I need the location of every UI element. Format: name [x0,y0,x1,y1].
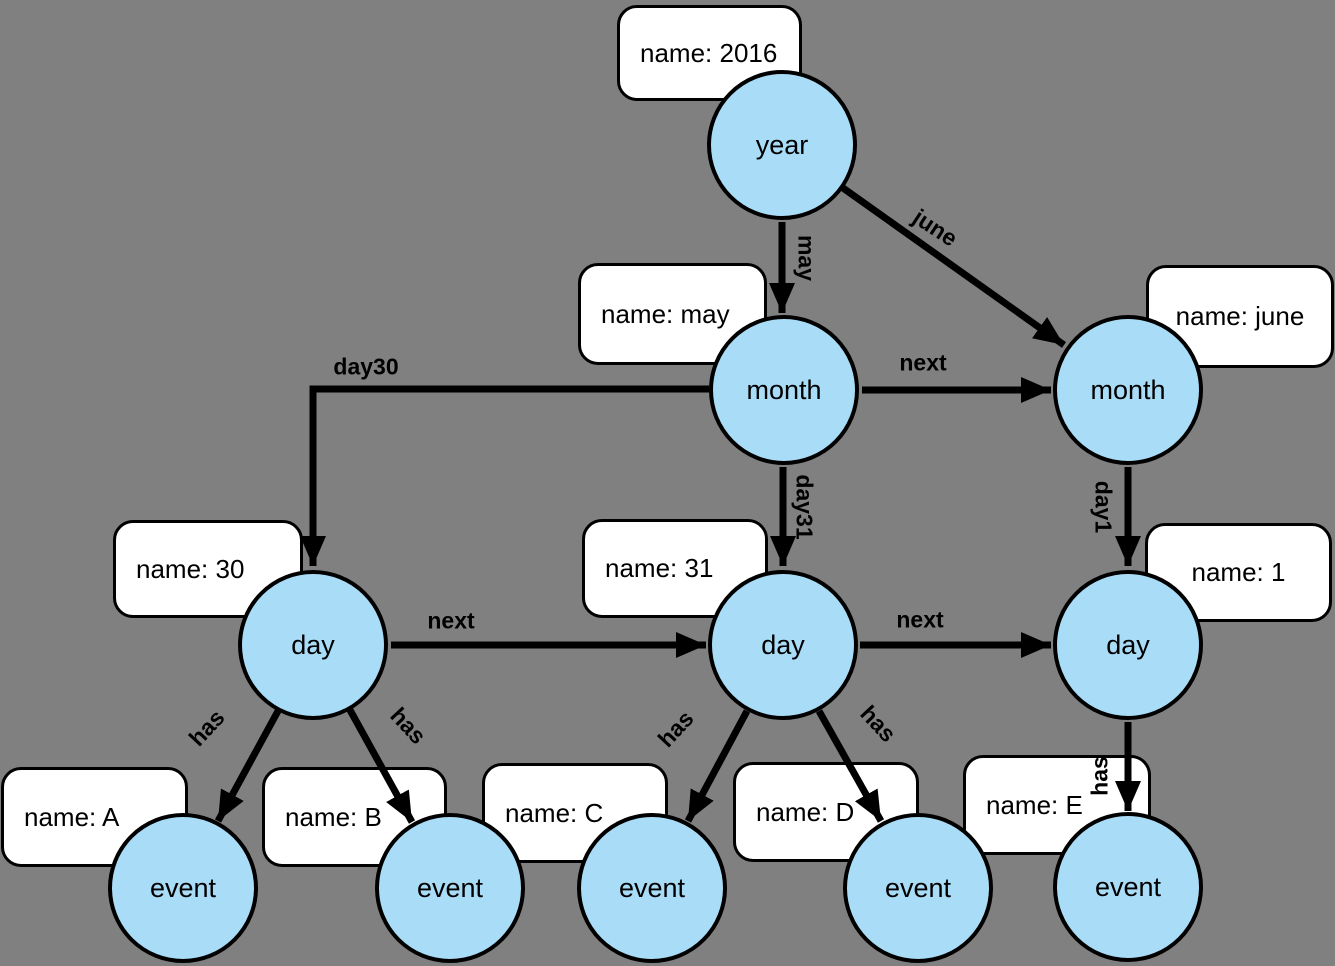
node-year: year [707,70,857,220]
edge-year-month-june [840,185,1067,348]
node-month-may: month [709,315,859,465]
edge-label-next-day-30-31: next [427,607,475,634]
edge-label-next-day-31-1: next [896,606,944,633]
edge-label-day1: day1 [1090,480,1117,534]
edge-label-next-month: next [899,349,947,376]
node-event-b: event [375,813,525,963]
node-event-e: event [1053,812,1203,962]
edge-label-day31: day31 [791,474,818,540]
edge-day-31-event-d [815,709,885,823]
edge-label-may: may [793,234,820,282]
edge-day-30-event-a [214,709,282,823]
edge-day-31-event-c [684,709,751,823]
node-day-30: day [238,570,388,720]
property-box-year: name: 2016 [617,5,802,101]
node-day-1: day [1053,570,1203,720]
node-event-c: event [577,813,727,963]
node-day-31: day [708,570,858,720]
node-event-a: event [108,813,258,963]
node-event-d: event [843,813,993,963]
edge-day-30-event-b [346,708,416,824]
edge-label-day30: day30 [333,353,399,380]
edge-month-may-day-30 [300,385,709,566]
edge-label-has-e: has [1086,756,1113,796]
node-month-june: month [1053,315,1203,465]
